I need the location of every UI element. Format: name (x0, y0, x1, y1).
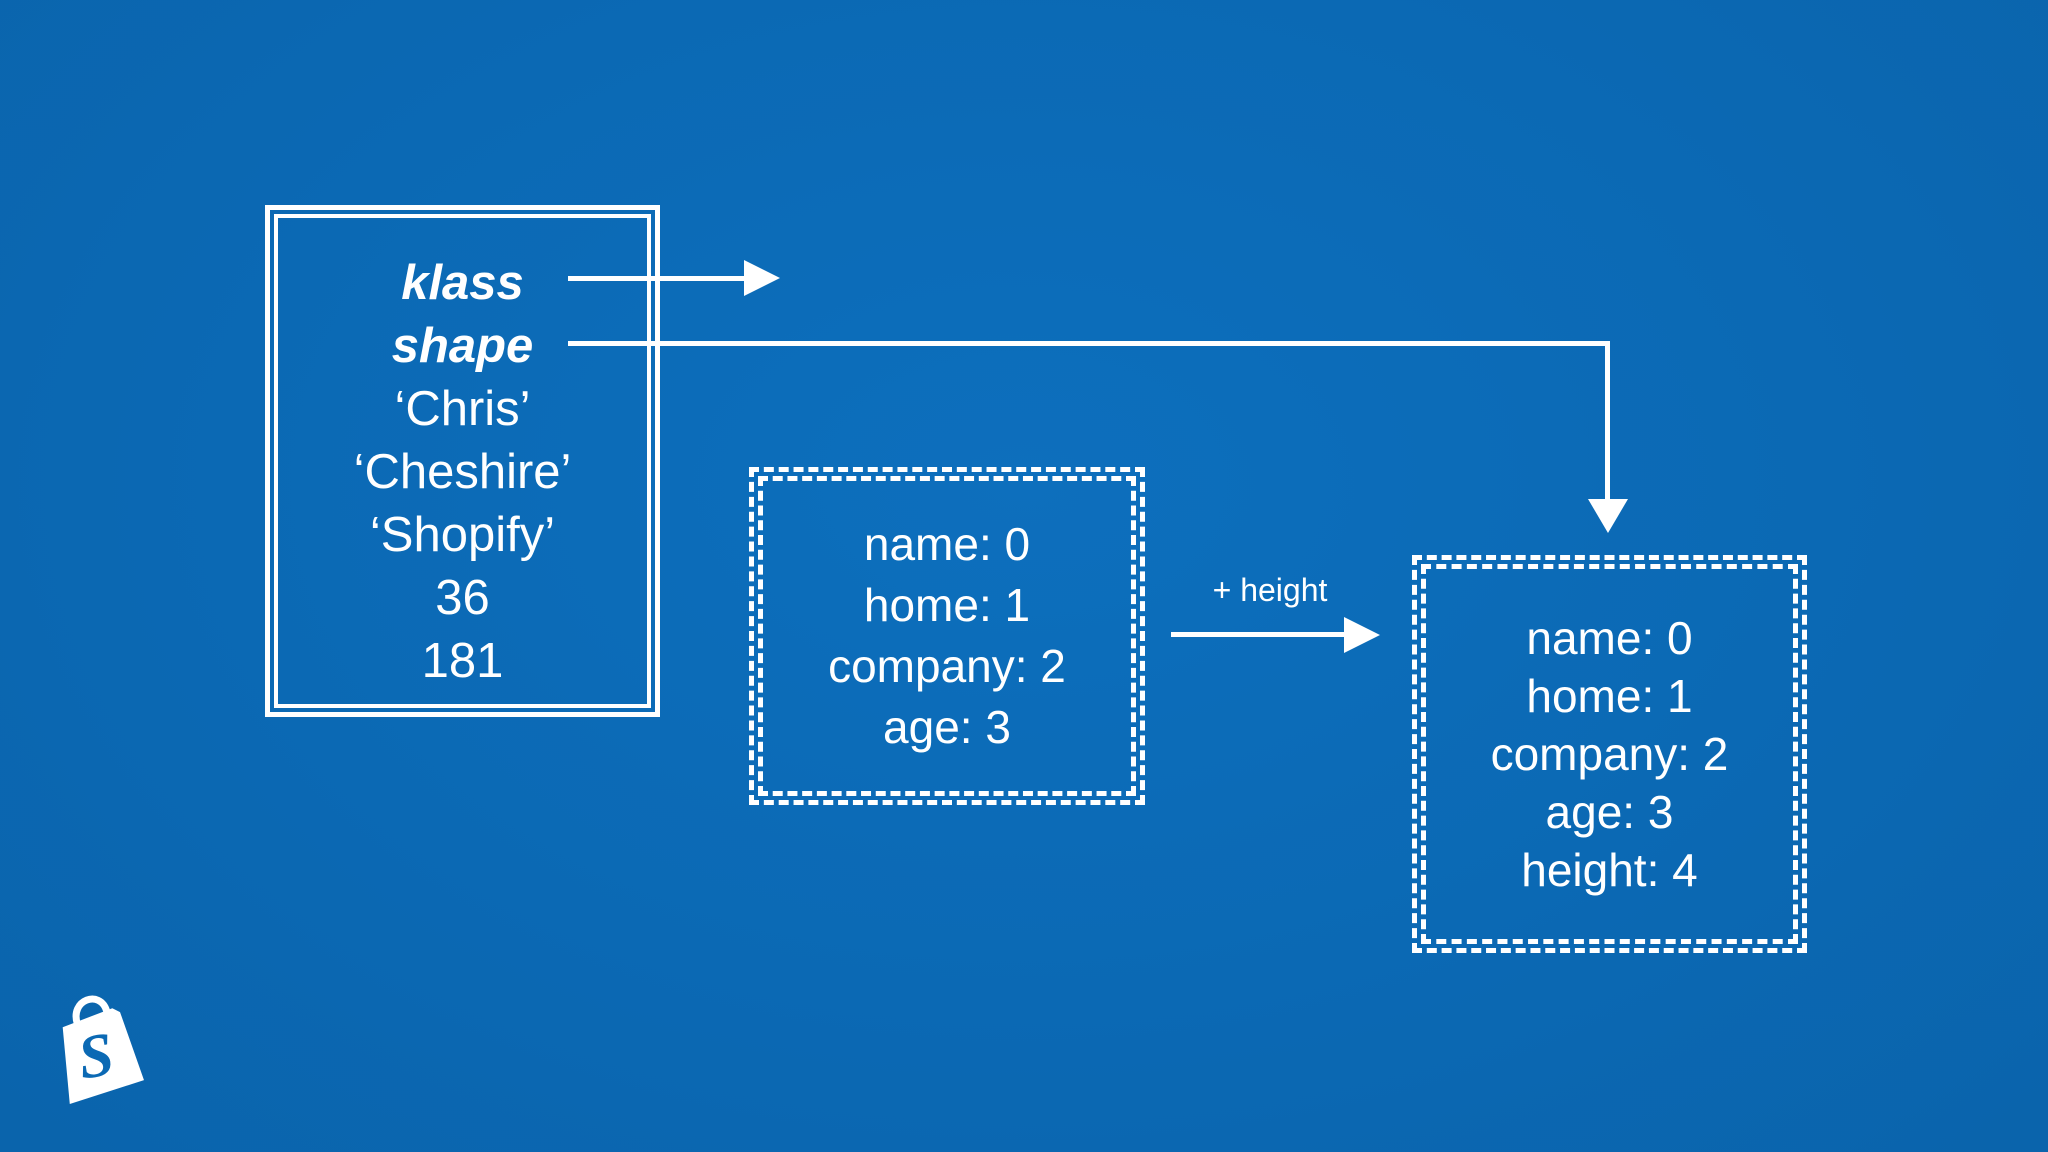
shape-entry-name: name: 0 (863, 518, 1031, 570)
object-value-age: 36 (435, 570, 490, 625)
object-box-content: klass shape ‘Chris’ ‘Cheshire’ ‘Shopify’… (270, 210, 655, 712)
klass-pointer-arrow-line (568, 276, 746, 281)
new-shape-hash-box: name: 0 home: 1 company: 2 age: 3 height… (1412, 555, 1807, 953)
shape-hash-box: name: 0 home: 1 company: 2 age: 3 (749, 467, 1145, 805)
new-shape-entry-name: name: 0 (1526, 612, 1693, 664)
object-field-klass: klass (401, 255, 524, 310)
object-field-shape: shape (391, 318, 534, 373)
object-value-height: 181 (421, 633, 504, 688)
shape-entry-company: company: 2 (828, 640, 1066, 692)
add-height-arrow-line (1171, 632, 1345, 637)
new-shape-entry-company: company: 2 (1490, 728, 1729, 780)
shape-pointer-arrowhead-icon (1588, 499, 1628, 533)
shape-entry-home: home: 1 (863, 579, 1031, 631)
object-value-home: ‘Cheshire’ (353, 444, 572, 499)
object-value-name: ‘Chris’ (394, 381, 531, 436)
new-shape-entry-age: age: 3 (1545, 786, 1674, 838)
shopify-bag-handle-icon (72, 995, 111, 1025)
shopify-bag-icon (62, 1008, 144, 1105)
shape-hash-box-content: name: 0 home: 1 company: 2 age: 3 (754, 472, 1140, 800)
object-box: klass shape ‘Chris’ ‘Cheshire’ ‘Shopify’… (265, 205, 660, 717)
shopify-logo: S (62, 995, 144, 1105)
add-height-arrowhead-icon (1344, 617, 1380, 653)
shape-entry-age: age: 3 (883, 701, 1011, 753)
transition-label: + height (1212, 572, 1328, 608)
new-shape-entry-height: height: 4 (1521, 844, 1698, 896)
shape-pointer-arrow-vline (1605, 341, 1610, 499)
shape-pointer-arrow-hline (568, 341, 1610, 346)
klass-pointer-arrowhead-icon (744, 260, 780, 296)
object-value-company: ‘Shopify’ (369, 507, 556, 562)
new-shape-entry-home: home: 1 (1526, 670, 1693, 722)
new-shape-hash-box-content: name: 0 home: 1 company: 2 age: 3 height… (1417, 560, 1802, 948)
